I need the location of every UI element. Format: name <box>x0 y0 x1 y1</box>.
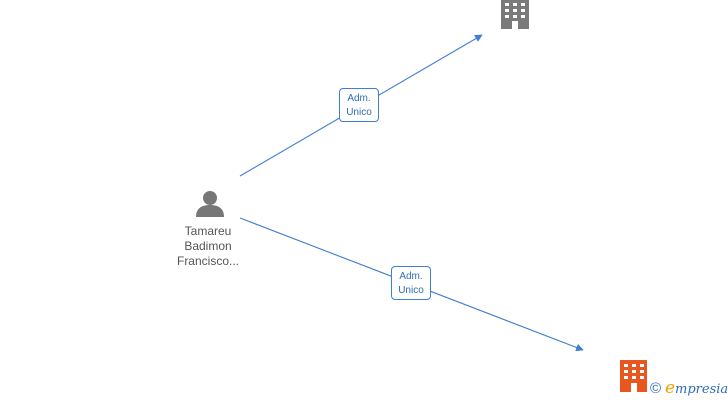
brand-initial: e <box>664 378 676 398</box>
person-name[interactable]: Tamareu Badimon Francisco... <box>162 224 254 269</box>
building-icon[interactable] <box>501 0 529 29</box>
role-label-bottom[interactable]: Adm. Unico <box>391 266 431 300</box>
building-icon[interactable] <box>620 360 647 392</box>
person-name-line: Badimon <box>184 239 232 253</box>
role-line: Unico <box>346 107 372 118</box>
role-line: Adm. <box>399 271 423 282</box>
person-icon[interactable] <box>196 191 224 217</box>
role-label-top[interactable]: Adm. Unico <box>339 88 379 122</box>
role-line: Unico <box>398 285 424 296</box>
person-name-line: Francisco... <box>176 254 239 268</box>
person-name-line: Tamareu <box>184 224 232 238</box>
copyright-symbol: © <box>650 380 662 397</box>
role-line: Adm. <box>347 93 371 104</box>
empresia-logo: © empresia <box>650 378 728 400</box>
brand-name: mpresia <box>675 382 728 397</box>
